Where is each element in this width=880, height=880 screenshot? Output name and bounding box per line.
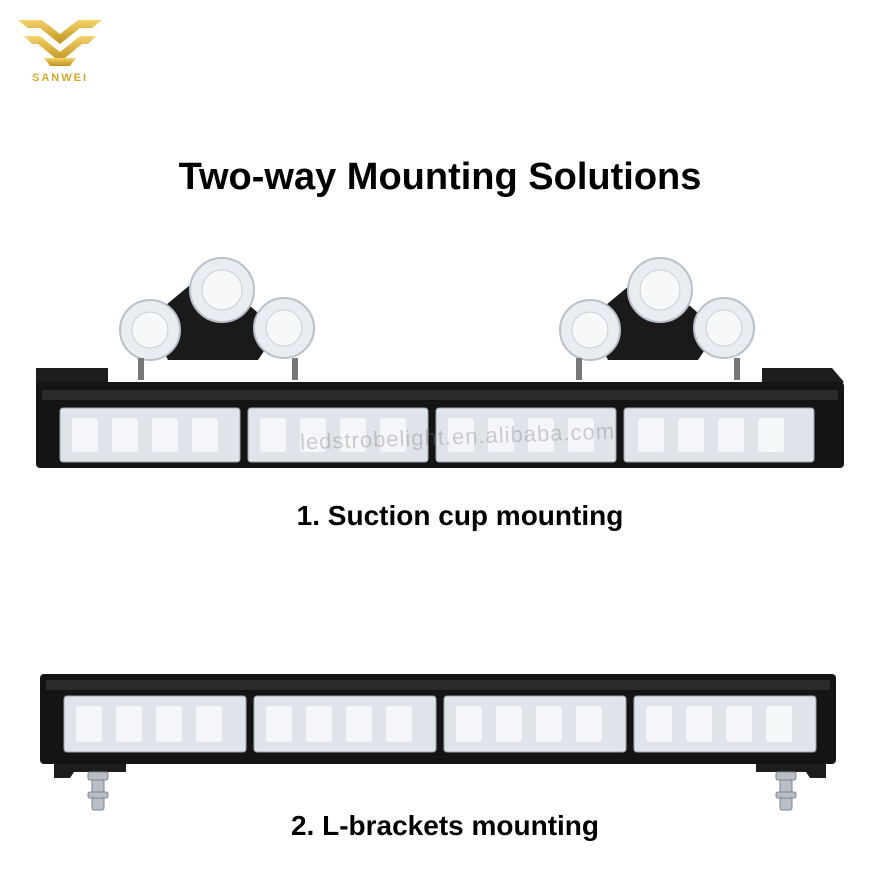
- suction-cup-group-left: [119, 257, 315, 380]
- light-modules-2: [63, 695, 817, 753]
- caption-l-brackets: 2. L-brackets mounting: [290, 810, 600, 841]
- light-modules-1: [59, 407, 815, 463]
- caption-suction-cup: 1. Suction cup mounting: [296, 500, 624, 531]
- sanwei-logo-icon: [18, 20, 102, 66]
- page-title: Two-way Mounting Solutions: [178, 156, 702, 198]
- l-bracket-mount-icon: [40, 674, 836, 811]
- logo-text: SANWEI: [32, 72, 88, 84]
- sanwei-logo: SANWEI: [14, 12, 106, 90]
- suction-cup-mount-icon: [36, 257, 844, 468]
- suction-cup-group-right: [559, 257, 755, 380]
